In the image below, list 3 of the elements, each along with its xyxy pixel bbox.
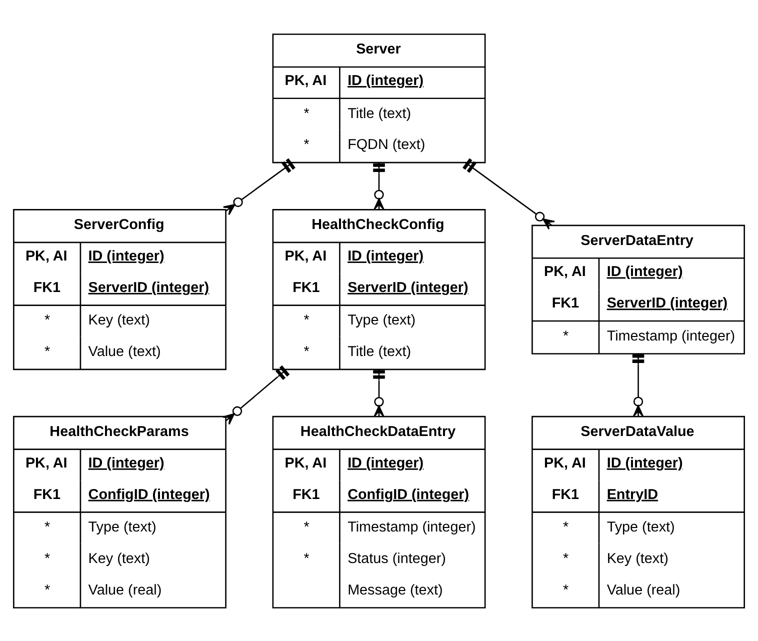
connector	[222, 364, 290, 424]
connector	[462, 158, 556, 230]
connector	[222, 158, 296, 215]
